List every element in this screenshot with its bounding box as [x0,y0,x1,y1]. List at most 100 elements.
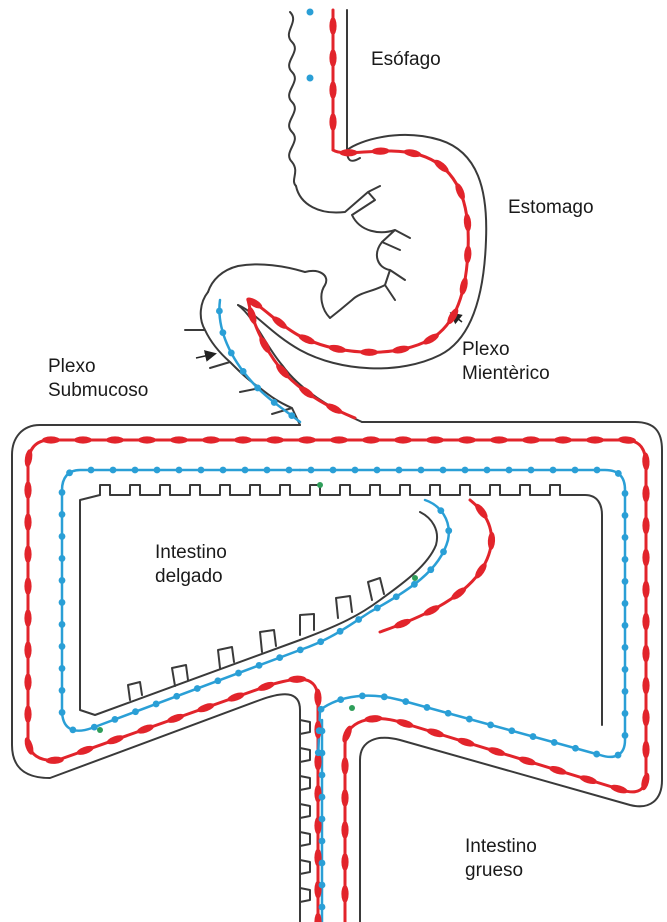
myenteric-ganglion [432,158,451,175]
submucosal-ganglion [411,581,418,588]
submucosal-ganglion [437,507,444,514]
myenteric-ganglion [579,774,598,786]
submucosal-ganglion [112,716,119,723]
myenteric-ganglion [487,746,506,758]
myenteric-ganglion [341,757,348,775]
myenteric-ganglion [341,789,348,807]
submucosal-ganglion [528,467,535,474]
submucosal-ganglion [219,329,226,336]
submucosal-ganglion [487,722,494,729]
submucosal-ganglion [288,412,295,419]
myenteric-ganglion [642,485,649,503]
small-intestine [12,422,662,922]
submucosal-ganglion [622,666,629,673]
submucosal-ganglion [59,599,66,606]
submucosal-ganglion [508,727,515,734]
submucosal-ganglion [228,350,235,357]
submucosal-ganglion [359,692,366,699]
submucosal-ganglion [59,621,66,628]
myenteric-ganglion [426,727,445,739]
label-intestino-grueso: Intestino grueso [465,835,537,883]
myenteric-ganglion [298,436,316,443]
myenteric-ganglion [403,148,422,159]
myenteric-ganglion [642,581,649,599]
submucosal-ganglion [254,385,261,392]
myenteric-ganglion [24,609,31,627]
myenteric-ganglion [642,613,649,631]
myenteric-ganglion [42,436,60,443]
submucosal-ganglion [271,399,278,406]
myenteric-ganglion [24,577,31,595]
label-intestino-delgado-line1: Intestino [155,541,227,565]
myenteric-ganglion [288,675,306,683]
submucosal-ganglion [264,467,271,474]
label-intestino-grueso-line2: grueso [465,859,537,883]
myenteric-ganglion [106,733,125,746]
myenteric-ganglion [24,705,31,723]
myenteric-ganglion [340,149,358,156]
submucosal-ganglion [198,467,205,474]
myenteric-ganglion [642,517,649,535]
small-intestine-submucosal-plexus-right [300,470,625,760]
submucosal-ganglion [173,693,180,700]
submucosal-ganglion [59,533,66,540]
myenteric-ganglion [609,783,628,795]
myenteric-ganglion [395,717,414,729]
submucosal-ganglion [154,467,161,474]
small-intestine-outer-wall [12,425,300,922]
submucosal-ganglion [88,467,95,474]
esophagus-outer-wall [347,10,360,161]
myenteric-ganglion [328,343,347,354]
small-intestine-villi [128,578,384,700]
myenteric-ganglion [618,436,636,445]
myenteric-ganglion [314,913,321,922]
submucosal-ganglion [622,688,629,695]
myenteric-ganglion [138,436,156,443]
myenteric-ganglion [24,673,31,691]
myenteric-ganglion [473,561,489,580]
ganglion-dot [317,482,323,488]
myenteric-ganglion [270,314,289,331]
submucosal-ganglion [622,622,629,629]
myenteric-ganglion [314,689,322,707]
label-plexo-submucoso-line1: Plexo [48,355,148,379]
stomach-outer-wall [238,135,486,368]
submucosal-ganglion [59,665,66,672]
myenteric-ganglion [371,147,389,155]
submucosal-ganglion [445,527,452,534]
submucosal-ganglion [319,816,326,823]
submucosal-ganglion [622,534,629,541]
myenteric-ganglion [329,113,336,131]
submucosal-ganglion [319,728,326,735]
submucosal-ganglion [256,662,263,669]
myenteric-ganglion [642,741,649,759]
submucosal-ganglion [337,696,344,703]
submucosal-ganglion [622,578,629,585]
esophagus [289,9,360,187]
myenteric-ganglion [642,549,649,567]
small-intestine-inner-loop-red [380,500,491,632]
label-plexo-submucoso: Plexo Submucoso [48,355,148,403]
myenteric-ganglion [170,436,188,443]
label-esofago: Esófago [371,48,441,72]
duodenum-outer-wall [238,305,362,422]
myenteric-ganglion [329,17,336,35]
submucosal-ganglion [242,467,249,474]
submucosal-ganglion [572,467,579,474]
myenteric-ganglion [266,436,284,443]
small-intestine-myenteric-plexus [28,440,355,922]
myenteric-ganglion [196,701,215,714]
label-plexo-mienterico: Plexo Mientèrico [462,338,550,386]
submucosal-ganglion [506,467,513,474]
submucosal-ganglion [615,752,622,759]
label-plexo-submucoso-line2: Submucoso [48,379,148,403]
myenteric-ganglion [106,436,124,443]
myenteric-ganglion [464,245,472,263]
myenteric-ganglion [297,384,316,400]
submucosal-ganglion [374,605,381,612]
myenteric-ganglion [329,49,336,67]
submucosal-ganglion [393,593,400,600]
myenteric-ganglion [642,709,649,727]
submucosal-ganglion [594,467,601,474]
